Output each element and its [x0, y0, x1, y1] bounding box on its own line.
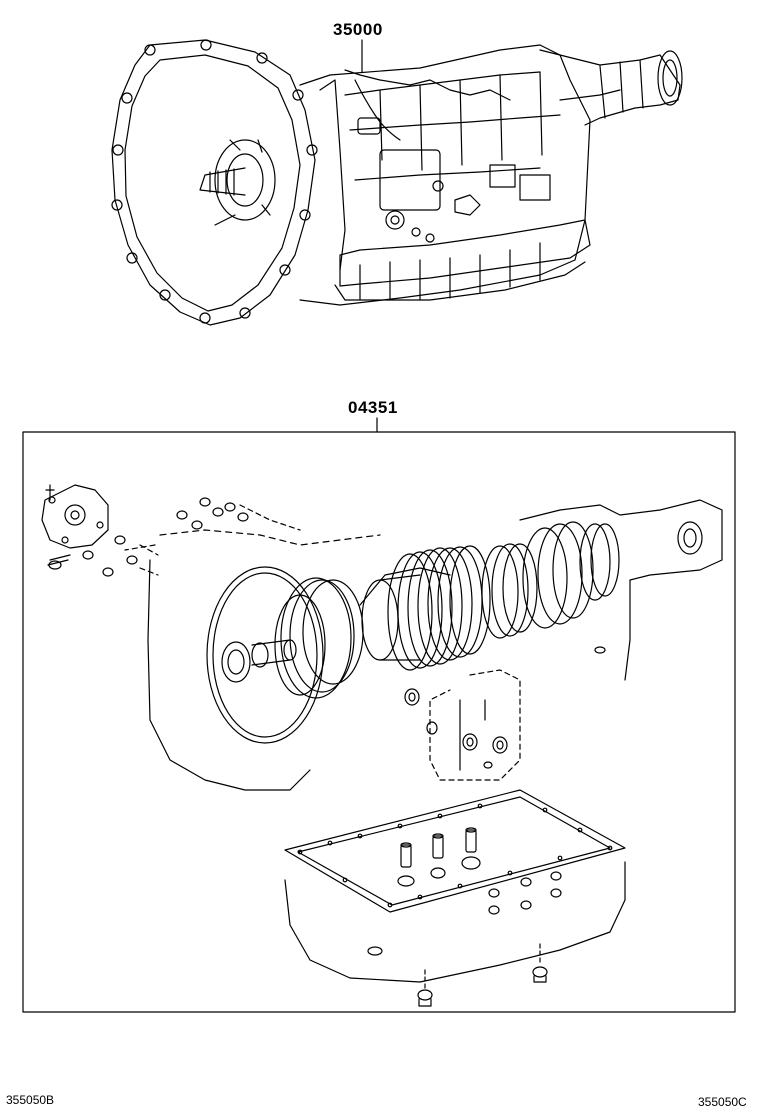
part-number-04351[interactable]: 04351	[348, 398, 398, 417]
transmission-assembly-illustration	[111, 39, 683, 326]
part-number-35000[interactable]: 35000	[333, 20, 383, 39]
figure-ref-left: 355050B	[6, 1093, 55, 1107]
figure-ref-right: 355050C	[698, 1095, 747, 1109]
overhaul-kit-illustration	[41, 484, 723, 1007]
kit-frame	[22, 431, 736, 1013]
